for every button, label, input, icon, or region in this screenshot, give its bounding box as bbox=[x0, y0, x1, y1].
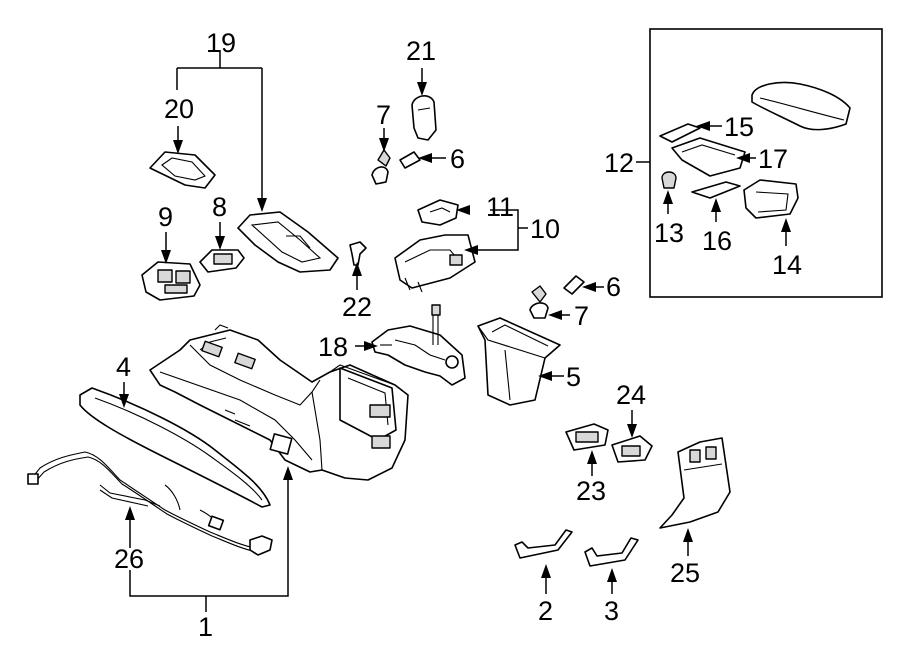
rear-trim-panel bbox=[659, 437, 731, 529]
bulb-socket-lower bbox=[529, 285, 549, 319]
callout-22: 22 bbox=[342, 292, 372, 322]
callout-18: 18 bbox=[318, 332, 348, 362]
armrest-tray bbox=[671, 137, 746, 177]
armrest-latch-knob bbox=[661, 171, 677, 189]
armrest-inset-frame bbox=[649, 28, 883, 298]
callout-6-lower: 6 bbox=[606, 272, 621, 302]
callout-20: 20 bbox=[164, 94, 194, 124]
callout-19: 19 bbox=[206, 28, 236, 58]
switch-bezel bbox=[199, 249, 245, 273]
callout-7-lower: 7 bbox=[574, 301, 589, 331]
callout-4: 4 bbox=[116, 352, 131, 382]
callout-17: 17 bbox=[758, 144, 788, 174]
callout-9: 9 bbox=[158, 202, 173, 232]
callout-16: 16 bbox=[702, 226, 732, 256]
callout-7-upper: 7 bbox=[376, 100, 391, 130]
callout-11: 11 bbox=[486, 192, 514, 222]
callout-3: 3 bbox=[604, 596, 619, 626]
callout-2: 2 bbox=[538, 596, 553, 626]
callout-24: 24 bbox=[616, 380, 646, 410]
power-outlet bbox=[611, 435, 653, 463]
bulb-socket-upper bbox=[371, 149, 391, 185]
shifter-assembly bbox=[371, 304, 466, 386]
mount-bracket-left bbox=[514, 529, 573, 559]
callout-10: 10 bbox=[530, 214, 560, 244]
callout-15: 15 bbox=[724, 112, 754, 142]
trim-bezel-large bbox=[237, 211, 339, 273]
cupholder-insert bbox=[417, 199, 459, 226]
armrest-latch-bracket bbox=[743, 179, 799, 219]
armrest-latch-plate bbox=[691, 181, 741, 199]
console-body bbox=[149, 324, 409, 481]
switch-panel bbox=[141, 261, 201, 301]
callout-labels: 19 20 9 8 22 21 7 6 11 10 6 7 18 5 4 26 … bbox=[114, 28, 802, 642]
armrest-hinge-pad bbox=[659, 123, 701, 143]
callout-21: 21 bbox=[406, 36, 436, 66]
wiring-harness bbox=[27, 451, 273, 556]
callout-5: 5 bbox=[566, 362, 581, 392]
callout-13: 13 bbox=[654, 218, 684, 248]
bulb-lower bbox=[563, 275, 585, 295]
callout-12: 12 bbox=[604, 148, 634, 178]
trim-bezel-small bbox=[149, 151, 216, 189]
side-trim-panel bbox=[79, 387, 271, 508]
leader-lines bbox=[119, 50, 791, 612]
mount-bracket-right bbox=[584, 537, 639, 567]
callout-14: 14 bbox=[772, 250, 802, 280]
cupholder-housing bbox=[394, 234, 476, 293]
callout-6-upper: 6 bbox=[450, 144, 465, 174]
callout-1: 1 bbox=[198, 612, 213, 642]
callout-8: 8 bbox=[212, 192, 227, 222]
callout-23: 23 bbox=[576, 476, 606, 506]
callout-25: 25 bbox=[670, 558, 700, 588]
bulb-upper bbox=[399, 151, 421, 169]
shift-knob bbox=[411, 95, 437, 141]
usb-port bbox=[565, 423, 609, 451]
clip-fastener bbox=[349, 241, 367, 266]
storage-bin bbox=[477, 317, 561, 406]
armrest-lid bbox=[751, 81, 851, 131]
callout-26: 26 bbox=[114, 544, 144, 574]
